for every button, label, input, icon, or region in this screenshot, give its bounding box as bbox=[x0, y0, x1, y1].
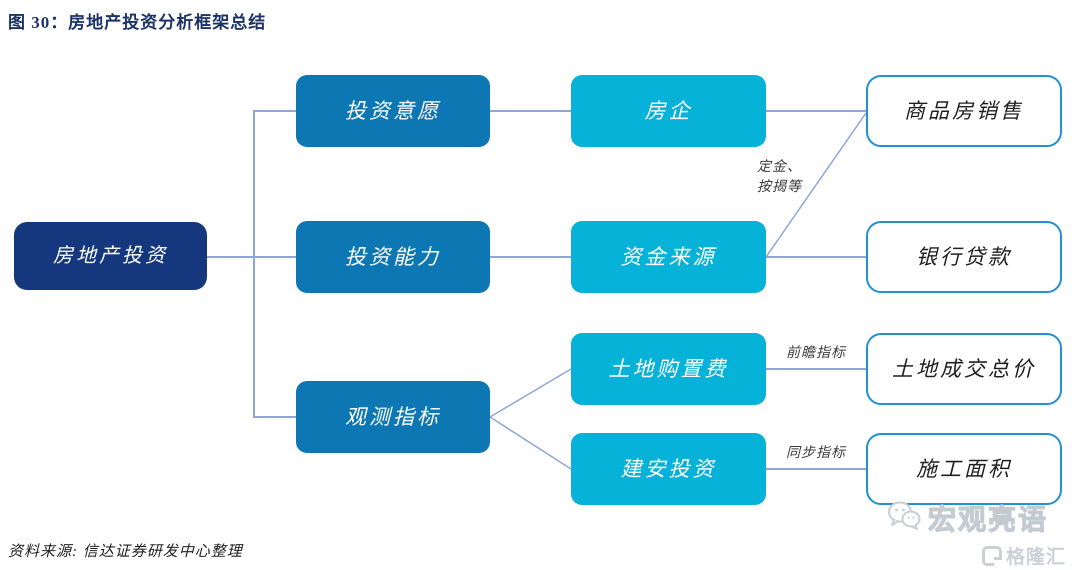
watermark-brand-text: 宏观亮语 bbox=[927, 504, 1048, 536]
edge-trunk-to-indicators bbox=[253, 416, 296, 418]
edge-funding-to-loans bbox=[766, 256, 866, 258]
node-investment-capability: 投资能力 bbox=[296, 221, 490, 293]
edge-indicators-to-landfee-diagonal bbox=[489, 368, 572, 418]
edge-construction-to-area bbox=[766, 468, 866, 470]
watermark-brand-row: 宏观亮语 bbox=[886, 498, 1048, 538]
edge-label-leading-indicator: 前瞻指标 bbox=[786, 346, 846, 361]
watermark-logo-row: 格隆汇 bbox=[981, 542, 1066, 569]
node-observation-indicators: 观测指标 bbox=[296, 381, 490, 453]
edge-willingness-to-developers bbox=[490, 110, 571, 112]
node-real-estate-investment: 房地产投资 bbox=[14, 222, 207, 290]
edge-indicators-to-construction-diagonal bbox=[489, 416, 572, 470]
watermark-logo-text: 格隆汇 bbox=[1005, 547, 1066, 568]
node-investment-willingness: 投资意愿 bbox=[296, 75, 490, 147]
wechat-icon bbox=[886, 500, 922, 537]
edge-root-to-trunk bbox=[207, 256, 296, 258]
edge-label-deposit-mortgage: 定金、 按揭等 bbox=[757, 160, 802, 196]
node-funding-sources: 资金来源 bbox=[571, 221, 766, 293]
node-bank-loans: 银行贷款 bbox=[866, 221, 1062, 293]
edge-trunk-vertical bbox=[253, 110, 255, 417]
watermark: 宏观亮语 格隆汇 bbox=[836, 498, 1066, 569]
node-developers: 房企 bbox=[571, 75, 766, 147]
figure-title: 图 30：房地产投资分析框架总结 bbox=[8, 13, 267, 32]
node-land-purchase-fee: 土地购置费 bbox=[571, 333, 766, 405]
edge-landfee-to-landprice bbox=[766, 368, 866, 370]
edge-developers-to-sales bbox=[766, 110, 866, 112]
node-construction-investment: 建安投资 bbox=[571, 433, 766, 505]
edge-label-sync-indicator: 同步指标 bbox=[786, 446, 846, 461]
node-construction-area: 施工面积 bbox=[866, 433, 1062, 505]
edge-capability-to-funding bbox=[490, 256, 571, 258]
node-commodity-housing-sales: 商品房销售 bbox=[866, 75, 1062, 147]
node-total-land-transaction-price: 土地成交总价 bbox=[866, 333, 1062, 405]
gelonghui-g-icon bbox=[981, 545, 1002, 566]
source-note: 资料来源: 信达证券研发中心整理 bbox=[8, 544, 243, 560]
edge-trunk-to-willingness bbox=[253, 110, 296, 112]
